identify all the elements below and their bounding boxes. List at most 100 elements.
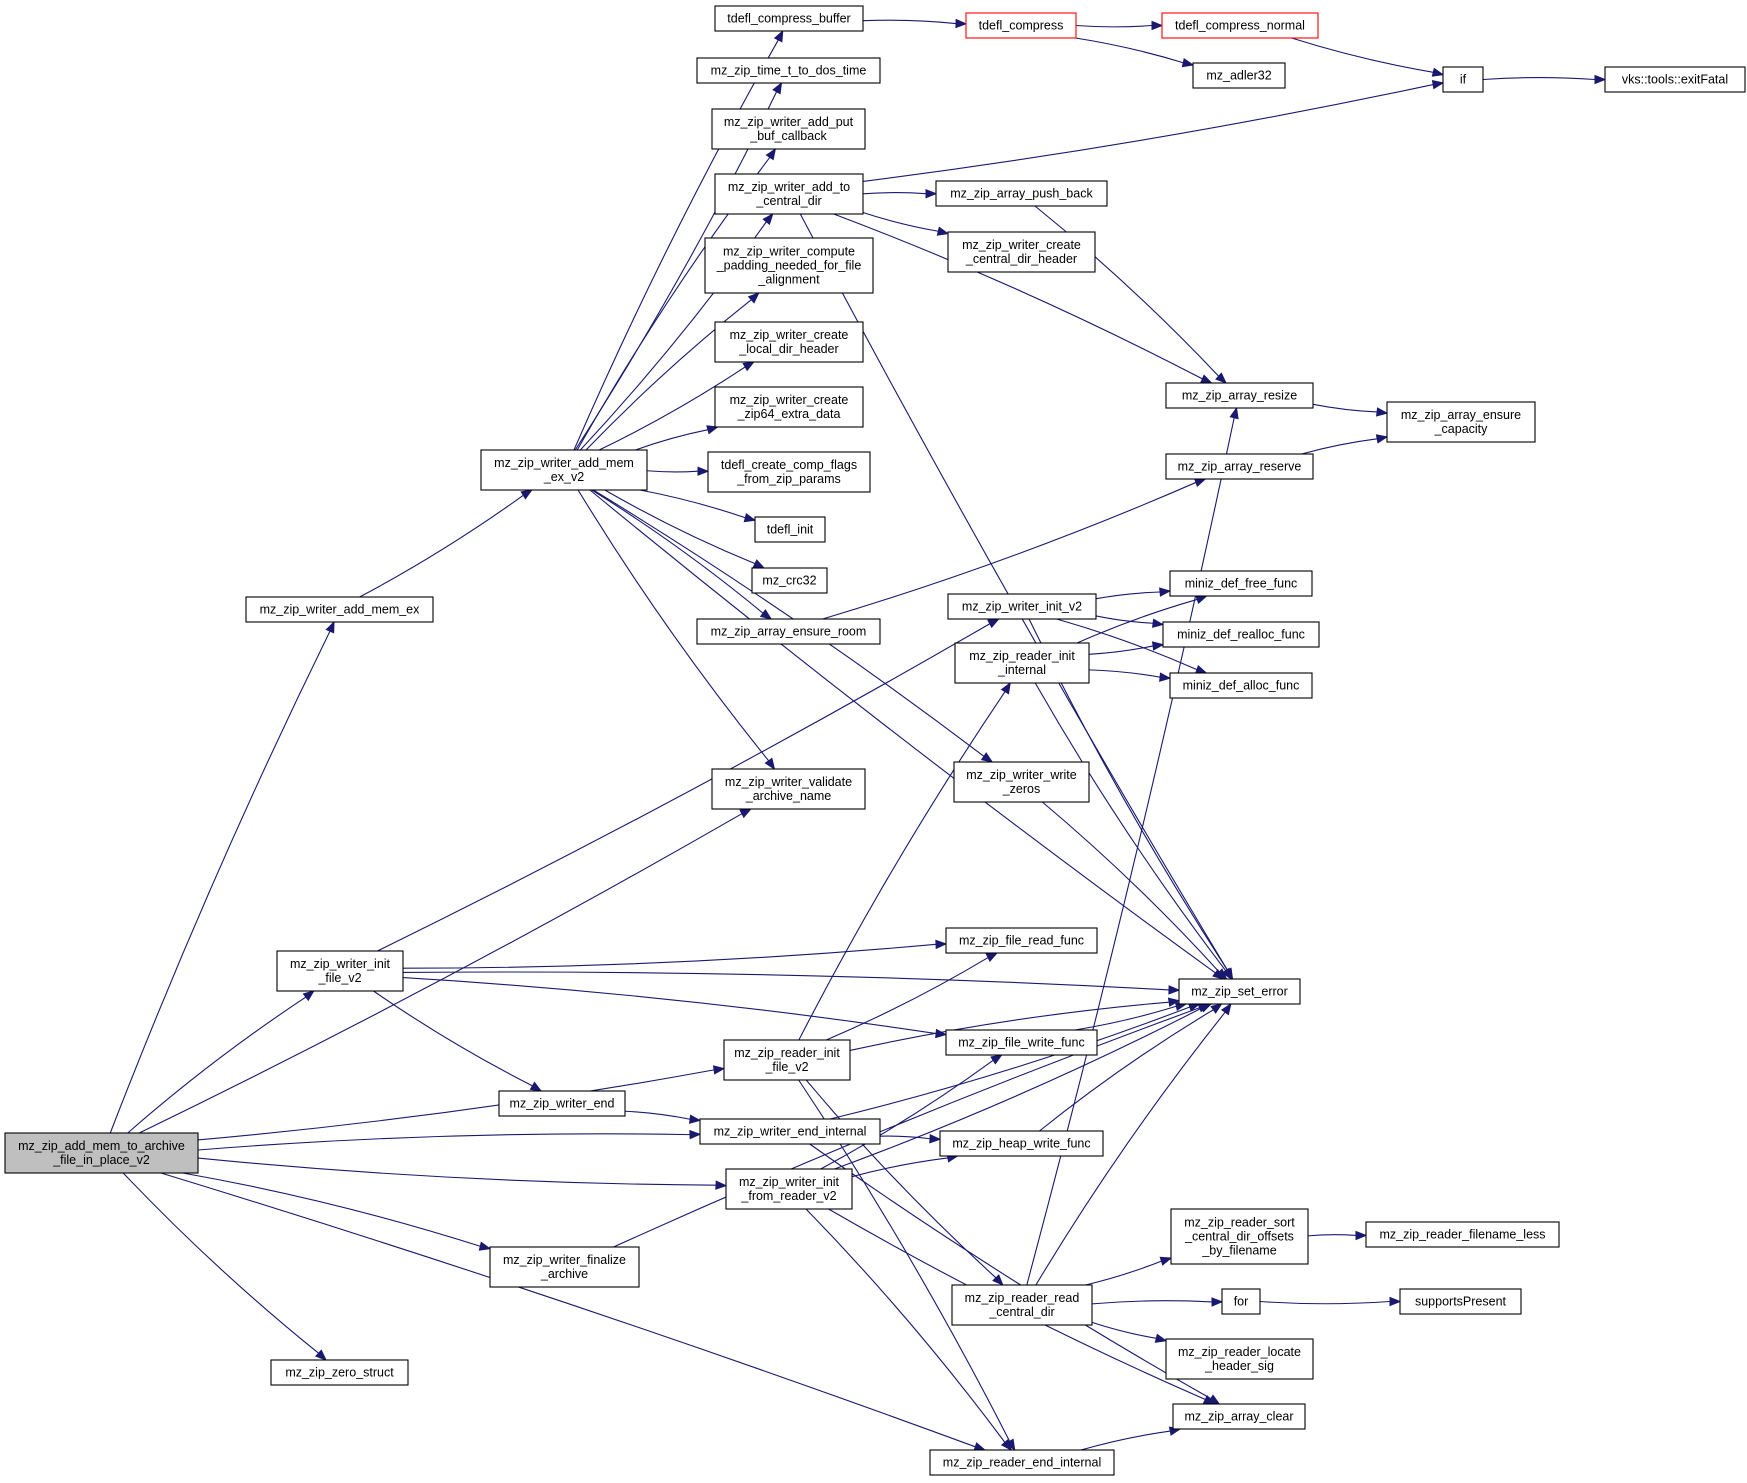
edge-arrowhead <box>1376 407 1389 417</box>
node-tinit[interactable]: tdefl_init <box>754 516 826 543</box>
node-aclear[interactable]: mz_zip_array_clear <box>1172 1403 1306 1430</box>
edge-arrowhead <box>1151 20 1164 31</box>
node-label: miniz_def_free_func <box>1185 577 1298 591</box>
node-wwz[interactable]: mz_zip_writer_write_zeros <box>953 761 1090 803</box>
node-wifv2[interactable]: mz_zip_writer_init_file_v2 <box>276 950 404 992</box>
node-tccf[interactable]: tdefl_create_comp_flags_from_zip_params <box>707 451 871 493</box>
edge-line <box>1035 1011 1226 1286</box>
node-arsv[interactable]: mz_zip_array_reserve <box>1165 453 1314 480</box>
node-label: mz_zip_reader_end_internal <box>943 1456 1101 1470</box>
node-winitv2[interactable]: mz_zip_writer_init_v2 <box>947 593 1097 620</box>
node-label: _padding_needed_for_file <box>716 259 862 273</box>
edge-arrowhead <box>759 609 773 620</box>
edge-line <box>197 1133 691 1151</box>
node-rii[interactable]: mz_zip_reader_init_internal <box>954 642 1090 684</box>
node-label: tdefl_create_comp_flags <box>721 458 857 472</box>
node-aec[interactable]: mz_zip_array_ensure_capacity <box>1386 401 1536 443</box>
node-wei[interactable]: mz_zip_writer_end_internal <box>699 1118 881 1145</box>
node-box <box>696 618 881 645</box>
call-edge <box>359 489 533 598</box>
node-aer[interactable]: mz_zip_array_ensure_room <box>696 618 881 645</box>
node-label: _alignment <box>757 273 820 287</box>
node-box <box>1386 401 1536 443</box>
node-tcb[interactable]: tdefl_compress_buffer <box>714 5 864 32</box>
edge-arrowhead <box>1159 672 1172 682</box>
node-label: tdefl_compress <box>979 19 1064 33</box>
node-seterr[interactable]: mz_zip_set_error <box>1178 978 1301 1005</box>
node-rsort[interactable]: mz_zip_reader_sort_central_dir_offsets_b… <box>1170 1208 1309 1265</box>
node-root[interactable]: mz_zip_add_mem_to_archive_file_in_place_… <box>4 1132 199 1174</box>
edge-arrowhead <box>689 1129 702 1140</box>
node-dfree[interactable]: miniz_def_free_func <box>1169 570 1313 597</box>
node-label: mz_zip_writer_add_to <box>728 180 850 194</box>
node-label: mz_zip_reader_filename_less <box>1379 1228 1545 1242</box>
node-wfa[interactable]: mz_zip_writer_finalize_archive <box>489 1246 640 1288</box>
node-wvan[interactable]: mz_zip_writer_validate_archive_name <box>711 768 866 810</box>
node-if[interactable]: if <box>1442 66 1484 93</box>
call-edge <box>862 211 950 236</box>
node-wend[interactable]: mz_zip_writer_end <box>498 1090 626 1117</box>
node-drealloc[interactable]: miniz_def_realloc_func <box>1162 621 1320 648</box>
node-rfnl[interactable]: mz_zip_reader_filename_less <box>1365 1221 1560 1248</box>
edge-arrowhead <box>478 1241 492 1251</box>
node-crc32[interactable]: mz_crc32 <box>751 567 828 594</box>
node-box <box>951 1284 1093 1326</box>
call-edge <box>833 213 1213 384</box>
edge-arrowhead <box>302 990 315 1002</box>
node-label: mz_zip_array_clear <box>1184 1410 1293 1424</box>
node-wcldh[interactable]: mz_zip_writer_create_local_dir_header <box>714 321 864 363</box>
node-dalloc[interactable]: miniz_def_alloc_func <box>1169 672 1313 699</box>
node-rei[interactable]: mz_zip_reader_end_internal <box>929 1449 1115 1476</box>
call-edge <box>822 478 1207 620</box>
node-for[interactable]: for <box>1221 1288 1261 1315</box>
node-add_mem_ex[interactable]: mz_zip_writer_add_mem_ex <box>245 596 434 623</box>
node-adler[interactable]: mz_adler32 <box>1192 62 1286 89</box>
node-label: _file_in_place_v2 <box>52 1153 150 1167</box>
node-fwf[interactable]: mz_zip_file_write_func <box>945 1029 1098 1056</box>
edge-arrowhead <box>1355 1230 1368 1241</box>
edge-line <box>805 1208 1006 1443</box>
node-rrcd[interactable]: mz_zip_reader_read_central_dir <box>951 1284 1093 1326</box>
call-edge <box>182 1172 492 1251</box>
edge-arrowhead <box>935 939 948 950</box>
node-supp[interactable]: supportsPresent <box>1399 1288 1522 1315</box>
node-tcomp[interactable]: tdefl_compress <box>965 12 1077 39</box>
edge-line <box>577 489 770 762</box>
node-ttd[interactable]: mz_zip_time_t_to_dos_time <box>696 57 881 84</box>
node-wccdh[interactable]: mz_zip_writer_create_central_dir_header <box>947 231 1096 273</box>
node-frf[interactable]: mz_zip_file_read_func <box>945 927 1098 954</box>
edge-line <box>613 1007 1200 1248</box>
node-hwf[interactable]: mz_zip_heap_write_func <box>939 1130 1104 1157</box>
call-edge <box>402 977 948 1039</box>
node-wifrv2[interactable]: mz_zip_writer_init_from_reader_v2 <box>725 1168 853 1210</box>
call-edge <box>585 292 760 451</box>
node-wcpn[interactable]: mz_zip_writer_compute_padding_needed_for… <box>704 237 874 294</box>
node-zstruct[interactable]: mz_zip_zero_struct <box>270 1359 409 1386</box>
call-edge <box>1080 1426 1182 1451</box>
edge-arrowhead <box>925 188 938 199</box>
node-ares[interactable]: mz_zip_array_resize <box>1165 382 1314 409</box>
node-add_mem_ex_v2[interactable]: mz_zip_writer_add_mem_ex_v2 <box>480 449 648 491</box>
edge-arrowhead <box>1000 681 1011 695</box>
node-rifv2[interactable]: mz_zip_reader_init_file_v2 <box>723 1039 851 1081</box>
edge-line <box>820 1059 994 1170</box>
call-edge <box>849 997 1181 1051</box>
node-label: mz_zip_writer_add_put <box>724 115 854 129</box>
edge-line <box>1291 37 1434 73</box>
node-apb[interactable]: mz_zip_array_push_back <box>935 180 1108 207</box>
node-label: mz_zip_file_read_func <box>959 934 1084 948</box>
node-watcd[interactable]: mz_zip_writer_add_to_central_dir <box>714 173 864 215</box>
node-rlhs[interactable]: mz_zip_reader_locate_header_sig <box>1165 1338 1314 1380</box>
node-wcz64[interactable]: mz_zip_writer_create_zip64_extra_data <box>714 386 864 428</box>
call-edge <box>197 1065 726 1141</box>
edge-line <box>862 19 957 25</box>
node-label: _ex_v2 <box>543 470 584 484</box>
call-edge <box>197 1129 702 1151</box>
node-box <box>1170 1208 1309 1265</box>
node-wapbc[interactable]: mz_zip_writer_add_put_buf_callback <box>711 108 866 150</box>
node-exitf[interactable]: vks::tools::exitFatal <box>1604 66 1746 93</box>
node-box <box>276 950 404 992</box>
node-tcn[interactable]: tdefl_compress_normal <box>1161 12 1319 39</box>
node-label: mz_zip_writer_create <box>730 328 849 342</box>
